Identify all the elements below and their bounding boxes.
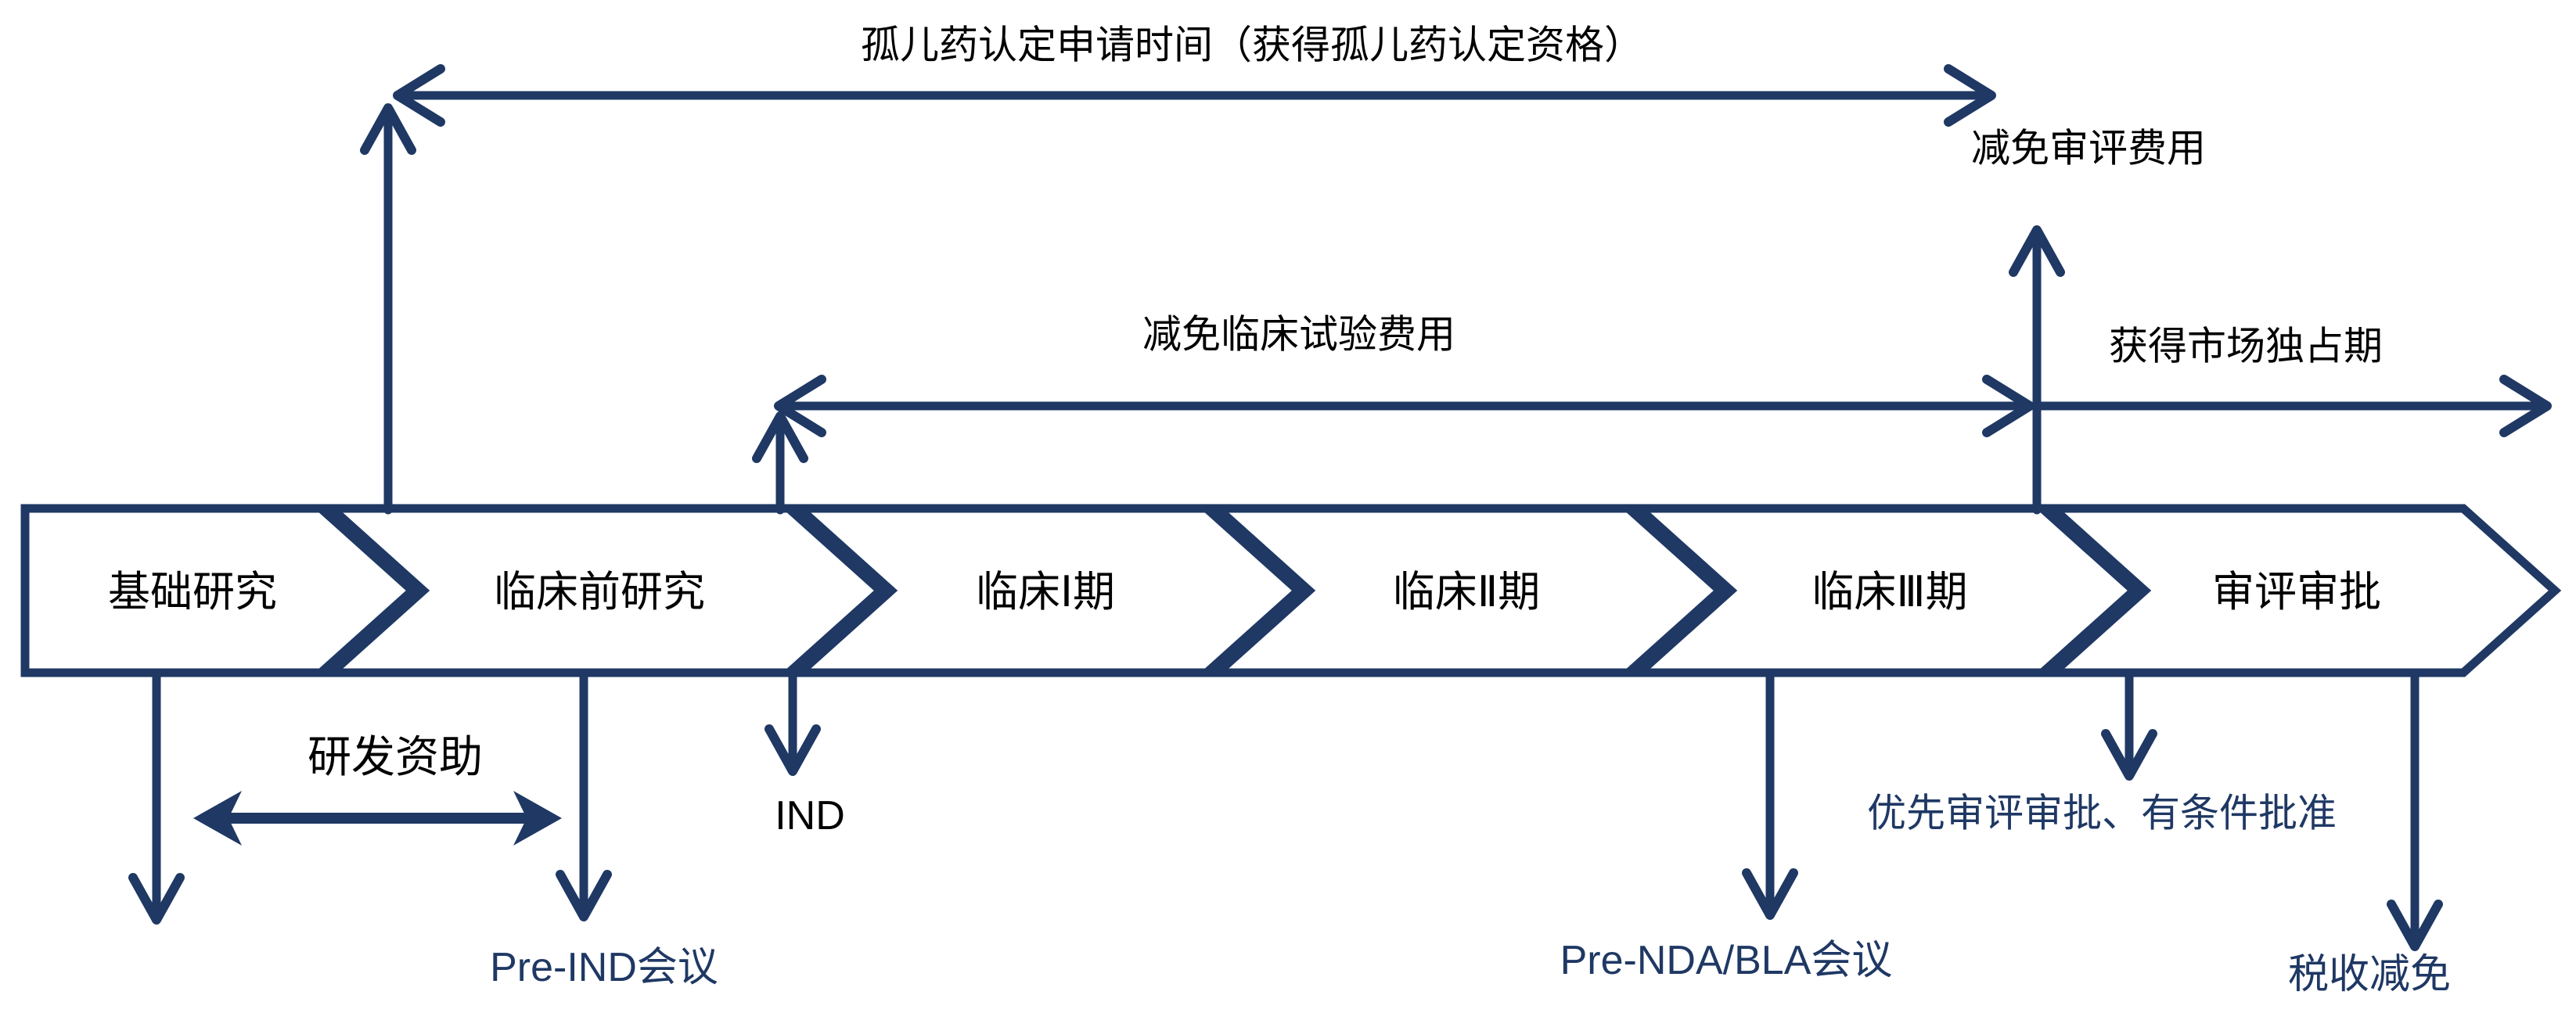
arrowhead-right-icon — [1982, 375, 2035, 437]
chevron-review-approval — [2042, 504, 2562, 677]
clinical-fee-waiver-label: 减免临床试验费用 — [1142, 312, 1455, 357]
stage-label-phase2: 临床Ⅱ期 — [1392, 568, 1541, 616]
orphan-designation-label: 孤儿药认定申请时间（获得孤儿药认定资格） — [861, 23, 1643, 67]
arrowhead-down-icon — [556, 870, 612, 921]
review-fee-up-arrow — [2009, 225, 2065, 515]
pre-nda-down-arrow — [1742, 671, 1798, 920]
basic-research-down-arrow — [128, 671, 185, 925]
chevron-preclinical — [320, 504, 887, 677]
pre-ind-down-arrow — [556, 671, 612, 921]
market-exclusivity-label: 获得市场独占期 — [2109, 324, 2383, 368]
pre-ind-meeting-label: Pre-IND会议 — [490, 945, 718, 991]
rd-funding-span-arrow — [193, 791, 562, 846]
stage-label-preclinical: 临床前研究 — [494, 568, 705, 616]
arrowhead-left-icon — [774, 375, 826, 437]
orphan-start-up-arrow — [360, 103, 416, 515]
stage-label-phase3: 临床Ⅲ期 — [1811, 568, 1968, 616]
arrowhead-right-icon — [513, 791, 562, 846]
arrowhead-right-icon — [1944, 64, 1996, 127]
arrowhead-up-icon — [2009, 225, 2065, 277]
priority-review-label: 优先审评审批、有条件批准 — [1867, 791, 2337, 835]
stage-label-review-approval: 审评审批 — [2212, 568, 2381, 616]
arrowhead-down-icon — [128, 873, 185, 925]
priority-review-down-arrow — [2101, 671, 2157, 781]
ind-label: IND — [775, 793, 845, 839]
stage-label-basic-research: 基础研究 — [108, 568, 277, 616]
arrowhead-left-icon — [393, 64, 445, 127]
market-exclusivity-arrow — [2032, 375, 2552, 437]
arrowhead-down-icon — [765, 724, 821, 776]
arrowhead-down-icon — [2101, 729, 2157, 781]
arrowhead-up-icon — [360, 103, 416, 155]
arrowhead-down-icon — [1742, 868, 1798, 920]
pre-nda-meeting-label: Pre-NDA/BLA会议 — [1560, 938, 1893, 984]
chevron-phase1 — [788, 504, 1305, 677]
rd-funding-label: 研发资助 — [308, 731, 483, 781]
tax-relief-label: 税收减免 — [2287, 952, 2452, 998]
arrowhead-up-icon — [752, 411, 808, 463]
ind-up-arrow — [752, 411, 808, 515]
chevron-phase2 — [1206, 504, 1727, 677]
stage-label-phase1: 临床Ⅰ期 — [976, 568, 1115, 616]
chevron-phase3 — [1628, 504, 2141, 677]
arrowhead-down-icon — [2387, 900, 2443, 951]
review-fee-waiver-label: 减免审评费用 — [1971, 126, 2206, 171]
ind-down-arrow — [765, 671, 821, 776]
clinical-fee-span-arrow — [774, 375, 2035, 437]
tax-relief-down-arrow — [2387, 671, 2443, 951]
chevron-basic-research — [20, 504, 419, 677]
arrowhead-right-icon — [2499, 375, 2552, 437]
orphan-designation-span-arrow — [393, 64, 1996, 127]
timeline-chevrons — [20, 504, 2562, 677]
arrowhead-left-icon — [193, 791, 242, 846]
